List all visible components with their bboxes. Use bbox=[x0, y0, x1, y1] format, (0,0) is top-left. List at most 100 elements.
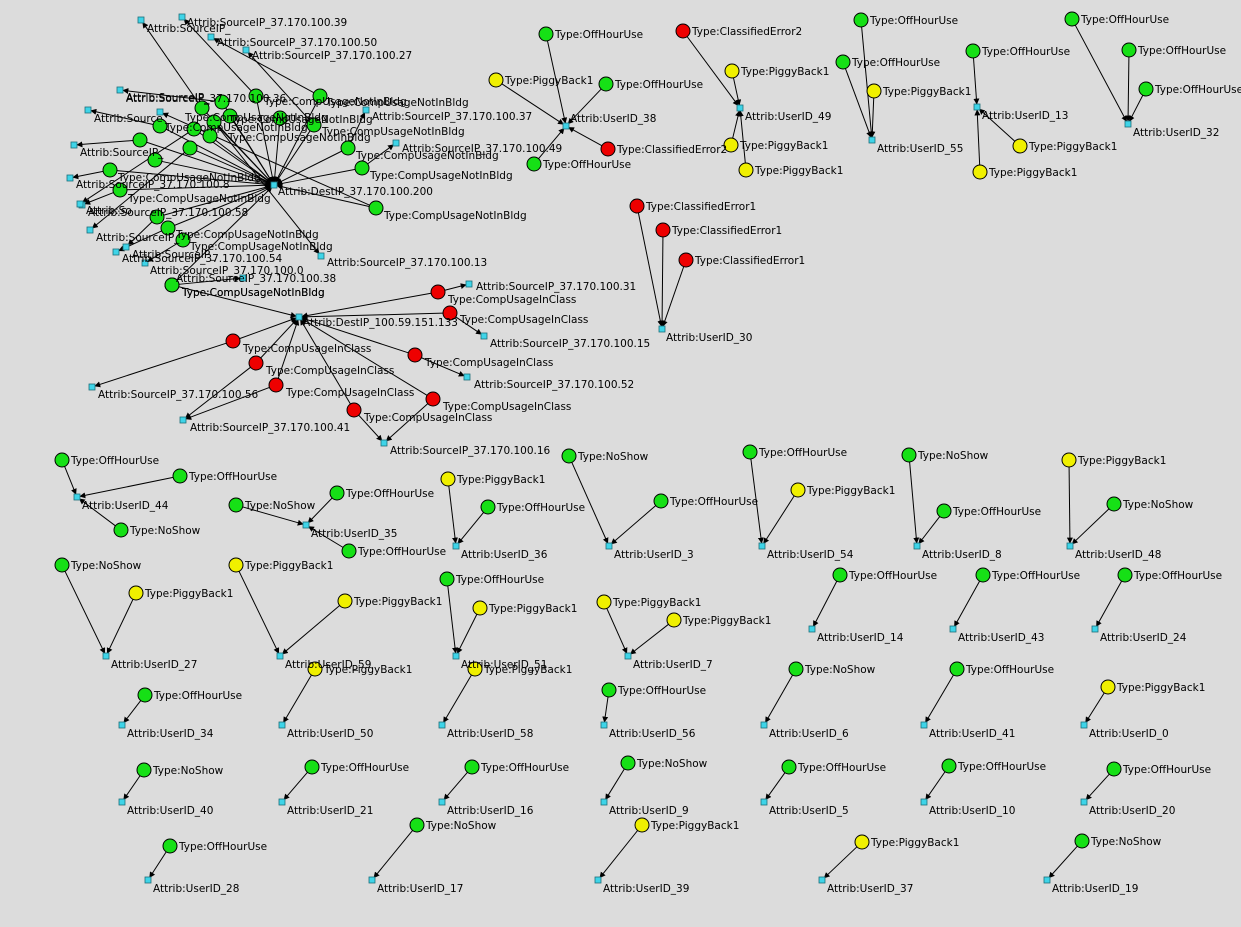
attribute-node-s56[interactable] bbox=[88, 383, 96, 391]
type-node-n7[interactable] bbox=[102, 162, 118, 178]
type-node-y0[interactable] bbox=[1100, 679, 1116, 695]
type-node-y38[interactable] bbox=[488, 72, 504, 88]
type-node-y58[interactable] bbox=[467, 661, 483, 677]
type-node-n5[interactable] bbox=[354, 160, 370, 176]
type-node-g48[interactable] bbox=[1106, 496, 1122, 512]
attribute-node-s16[interactable] bbox=[380, 439, 388, 447]
attribute-node-u55[interactable] bbox=[868, 136, 876, 144]
attribute-node-u21[interactable] bbox=[278, 798, 286, 806]
attribute-node-u40[interactable] bbox=[118, 798, 126, 806]
type-node-g13[interactable] bbox=[965, 43, 981, 59]
type-node-n1[interactable] bbox=[248, 88, 264, 104]
attribute-node-sa3[interactable] bbox=[84, 106, 92, 114]
type-node-n20[interactable] bbox=[222, 108, 238, 124]
type-node-c8[interactable] bbox=[346, 402, 362, 418]
attribute-node-u39[interactable] bbox=[594, 876, 602, 884]
attribute-node-u51[interactable] bbox=[452, 652, 460, 660]
type-node-n8[interactable] bbox=[112, 182, 128, 198]
attribute-node-s15[interactable] bbox=[480, 332, 488, 340]
type-node-g44b[interactable] bbox=[172, 468, 188, 484]
type-node-n13[interactable] bbox=[194, 100, 210, 116]
attribute-node-sa1[interactable] bbox=[137, 16, 145, 24]
type-node-r30a[interactable] bbox=[629, 198, 645, 214]
type-node-g54[interactable] bbox=[742, 444, 758, 460]
type-node-c7[interactable] bbox=[425, 391, 441, 407]
type-node-r30b[interactable] bbox=[655, 222, 671, 238]
attribute-node-sa5[interactable] bbox=[76, 200, 84, 208]
type-node-g16[interactable] bbox=[464, 759, 480, 775]
type-node-r49[interactable] bbox=[675, 23, 691, 39]
type-node-g41[interactable] bbox=[949, 661, 965, 677]
type-node-y54[interactable] bbox=[790, 482, 806, 498]
attribute-node-u44[interactable] bbox=[73, 493, 81, 501]
attribute-node-u50[interactable] bbox=[278, 721, 286, 729]
attribute-node-s0[interactable] bbox=[141, 259, 149, 267]
attribute-node-u58[interactable] bbox=[438, 721, 446, 729]
type-node-g10[interactable] bbox=[941, 758, 957, 774]
type-node-c1[interactable] bbox=[430, 284, 446, 300]
attribute-node-u7[interactable] bbox=[624, 652, 632, 660]
type-node-g32a[interactable] bbox=[1064, 11, 1080, 27]
type-node-g32b[interactable] bbox=[1121, 42, 1137, 58]
type-node-r38[interactable] bbox=[600, 141, 616, 157]
type-node-y13a[interactable] bbox=[1012, 138, 1028, 154]
type-node-g40[interactable] bbox=[136, 762, 152, 778]
type-node-g56[interactable] bbox=[601, 682, 617, 698]
type-node-r30c[interactable] bbox=[678, 252, 694, 268]
type-node-g6[interactable] bbox=[788, 661, 804, 677]
attribute-node-d133[interactable] bbox=[295, 313, 303, 321]
attribute-node-u10[interactable] bbox=[920, 798, 928, 806]
attribute-node-u14[interactable] bbox=[808, 625, 816, 633]
type-node-g34[interactable] bbox=[137, 687, 153, 703]
attribute-node-s36[interactable] bbox=[156, 108, 164, 116]
type-node-g3a[interactable] bbox=[561, 448, 577, 464]
type-node-n16[interactable] bbox=[132, 132, 148, 148]
attribute-node-u48[interactable] bbox=[1066, 542, 1074, 550]
attribute-node-d200[interactable] bbox=[270, 181, 278, 189]
type-node-n17[interactable] bbox=[186, 121, 202, 137]
type-node-c9[interactable] bbox=[164, 277, 180, 293]
type-node-g3b[interactable] bbox=[653, 493, 669, 509]
type-node-y49a[interactable] bbox=[724, 63, 740, 79]
attribute-node-s41[interactable] bbox=[179, 416, 187, 424]
attribute-node-u27[interactable] bbox=[102, 652, 110, 660]
type-node-y37[interactable] bbox=[854, 834, 870, 850]
type-node-c5[interactable] bbox=[248, 355, 264, 371]
type-node-n22[interactable] bbox=[202, 128, 218, 144]
attribute-node-s8[interactable] bbox=[66, 174, 74, 182]
attribute-node-u20[interactable] bbox=[1080, 798, 1088, 806]
type-node-g28[interactable] bbox=[162, 838, 178, 854]
attribute-node-s13[interactable] bbox=[317, 252, 325, 260]
type-node-n2[interactable] bbox=[312, 88, 328, 104]
attribute-node-u0[interactable] bbox=[1080, 721, 1088, 729]
attribute-node-u59[interactable] bbox=[276, 652, 284, 660]
type-node-n15[interactable] bbox=[152, 118, 168, 134]
type-node-y55[interactable] bbox=[866, 83, 882, 99]
attribute-node-u49[interactable] bbox=[736, 104, 744, 112]
type-node-g51[interactable] bbox=[439, 571, 455, 587]
type-node-g14[interactable] bbox=[832, 567, 848, 583]
type-node-g44c[interactable] bbox=[113, 522, 129, 538]
type-node-g38c[interactable] bbox=[526, 156, 542, 172]
type-node-c6[interactable] bbox=[268, 377, 284, 393]
type-node-n6[interactable] bbox=[368, 200, 384, 216]
attribute-node-s39[interactable] bbox=[178, 13, 186, 21]
type-node-y48[interactable] bbox=[1061, 452, 1077, 468]
attribute-node-s27[interactable] bbox=[242, 46, 250, 54]
attribute-node-s49[interactable] bbox=[392, 139, 400, 147]
type-node-g35c[interactable] bbox=[341, 543, 357, 559]
attribute-node-u41[interactable] bbox=[920, 721, 928, 729]
attribute-node-s38[interactable] bbox=[239, 274, 247, 282]
type-node-c4[interactable] bbox=[225, 333, 241, 349]
type-node-g36[interactable] bbox=[480, 499, 496, 515]
attribute-node-u37[interactable] bbox=[818, 876, 826, 884]
type-node-g8a[interactable] bbox=[901, 447, 917, 463]
type-node-g44a[interactable] bbox=[54, 452, 70, 468]
type-node-y51[interactable] bbox=[472, 600, 488, 616]
type-node-g55a[interactable] bbox=[853, 12, 869, 28]
type-node-n10[interactable] bbox=[175, 232, 191, 248]
type-node-c2[interactable] bbox=[442, 305, 458, 321]
attribute-node-s31[interactable] bbox=[465, 280, 473, 288]
attribute-node-sa4[interactable] bbox=[70, 141, 78, 149]
